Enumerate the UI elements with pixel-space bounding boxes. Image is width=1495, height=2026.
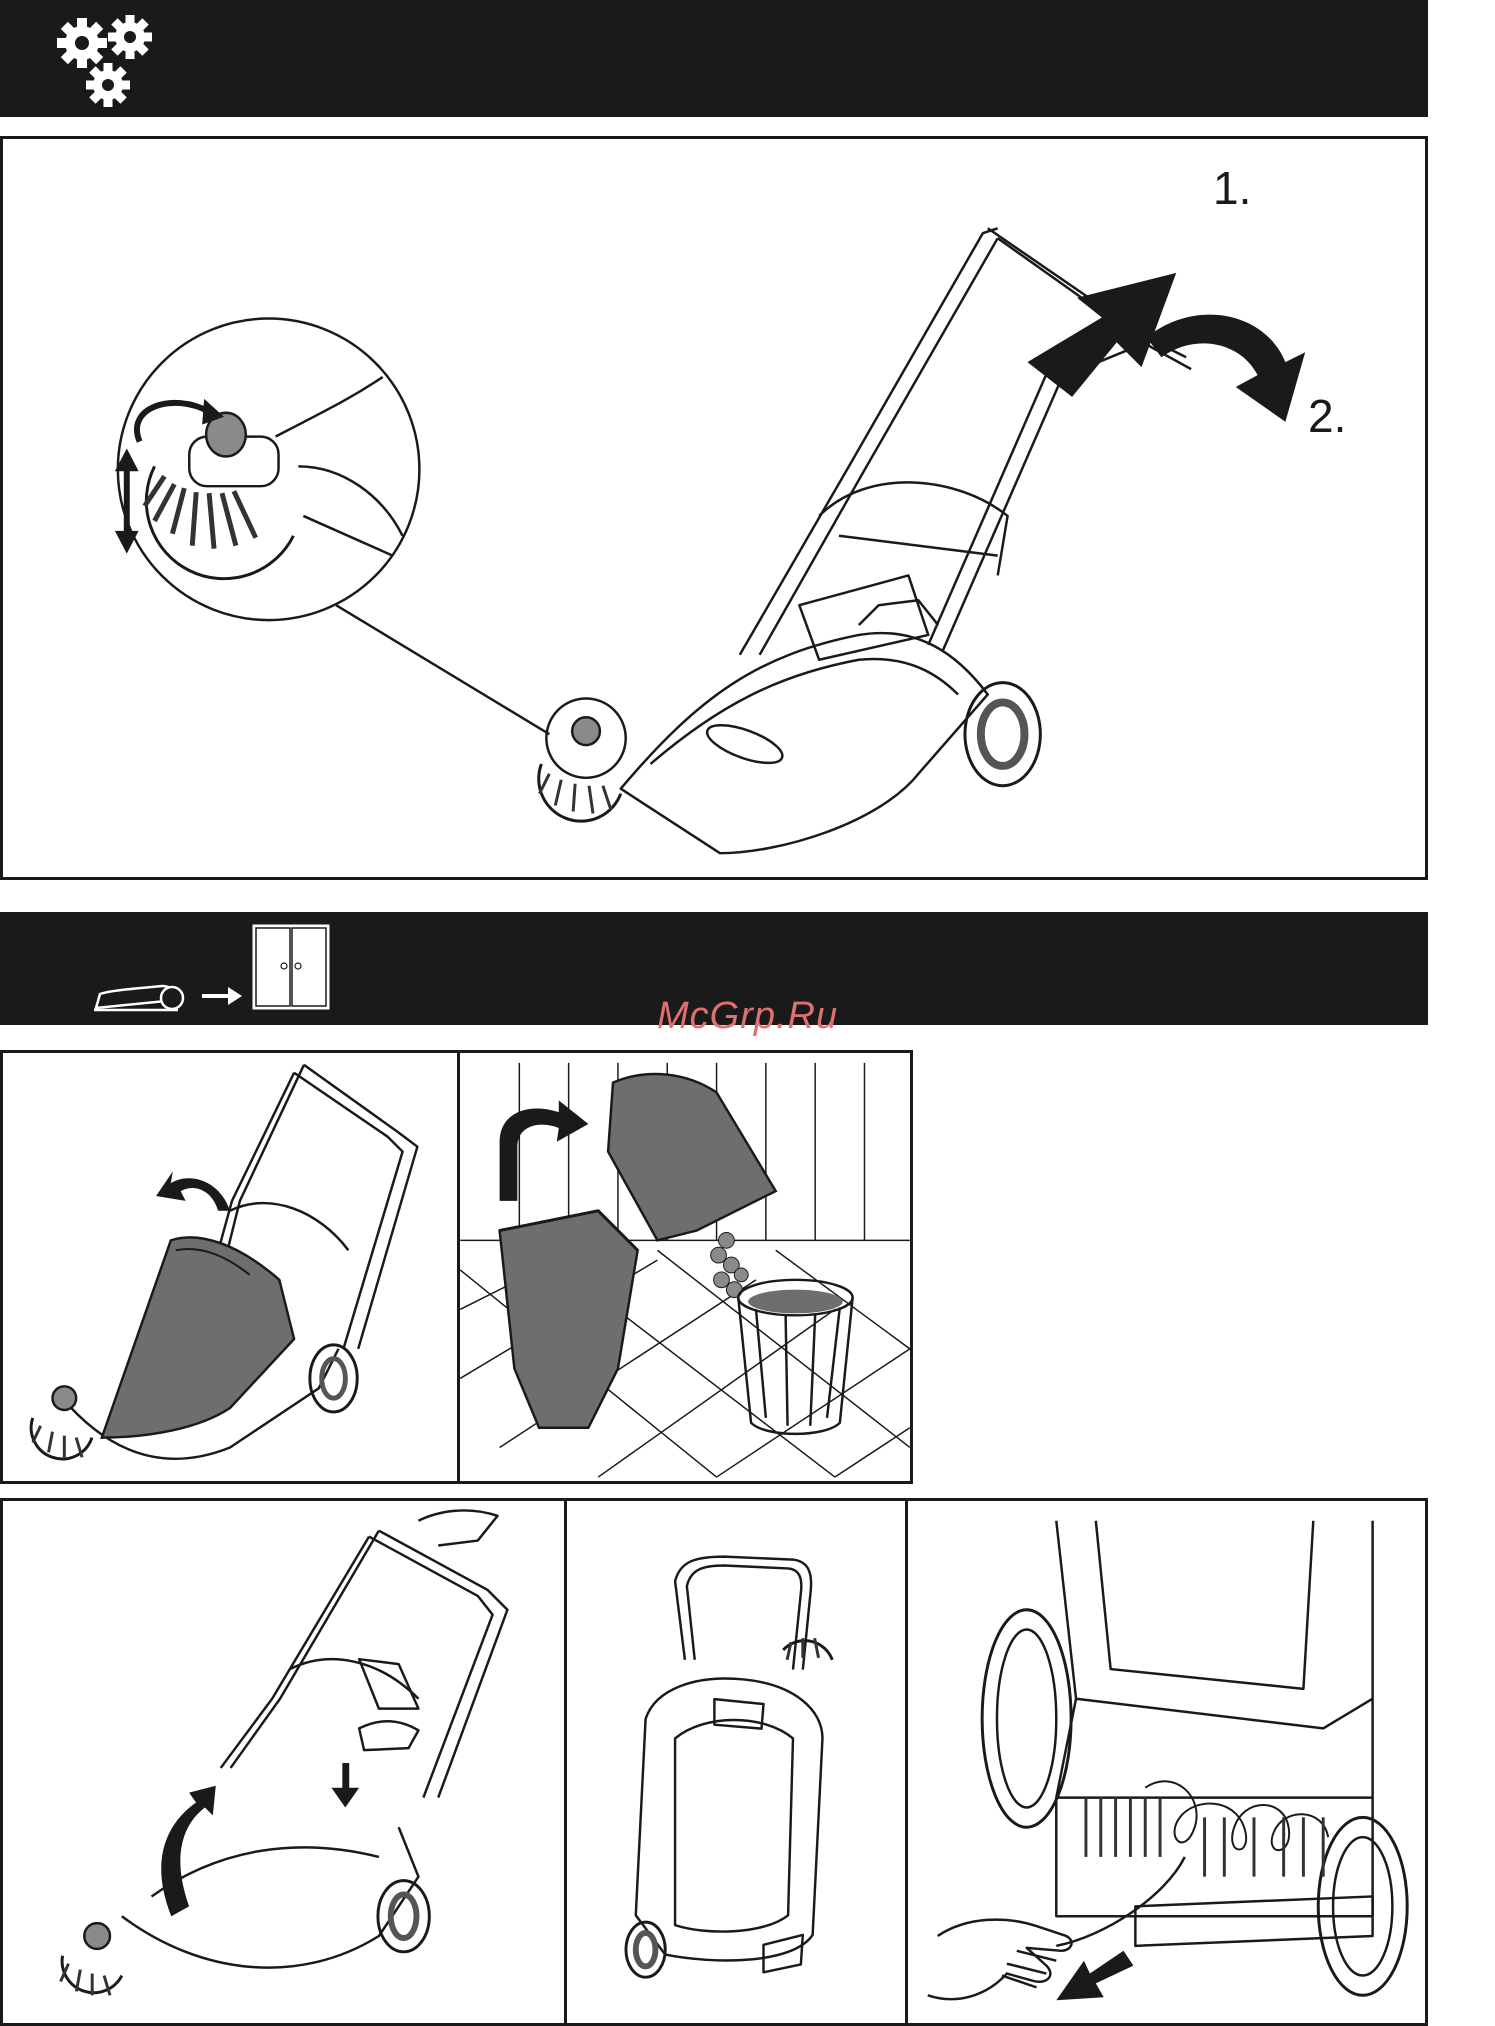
sweeper-illustration	[3, 139, 1425, 877]
arrow-curved-icon	[156, 1171, 230, 1210]
gears-icon	[50, 5, 170, 115]
panel-upright-storage	[564, 1498, 908, 2026]
arrow-rotate-icon	[1146, 315, 1305, 422]
container-bottom-part	[500, 1211, 638, 1428]
panel-lift-handle	[0, 1498, 567, 2026]
waste-container	[102, 1237, 294, 1437]
brush-cleaning-illustration	[908, 1501, 1425, 2023]
sweeper-remove-illustration	[3, 1053, 457, 1481]
sweeper-icon	[92, 974, 192, 1014]
arrow-curved-icon	[500, 1100, 589, 1201]
upright-sweeper-illustration	[567, 1501, 905, 2023]
arrow-pull-icon	[1056, 1951, 1133, 2000]
panel-handle-adjust: 1. 2.	[0, 136, 1428, 880]
cabinet-icon	[252, 924, 330, 1010]
lift-handle-illustration	[3, 1501, 564, 2023]
empty-container-illustration	[460, 1053, 910, 1481]
watermark: McGrp.Ru	[657, 995, 838, 1038]
header-bar-top	[0, 0, 1428, 117]
arrow-curved-up-icon	[161, 1786, 216, 1917]
panel-empty-container	[457, 1050, 913, 1484]
panel-remove-container	[0, 1050, 460, 1484]
step-2-label: 2.	[1308, 389, 1346, 443]
arrow-right-icon	[200, 985, 244, 1007]
arrow-down-icon	[331, 1763, 359, 1807]
container-top-part	[608, 1074, 776, 1240]
step-1-label: 1.	[1213, 161, 1251, 215]
panel-clean-brush	[905, 1498, 1428, 2026]
